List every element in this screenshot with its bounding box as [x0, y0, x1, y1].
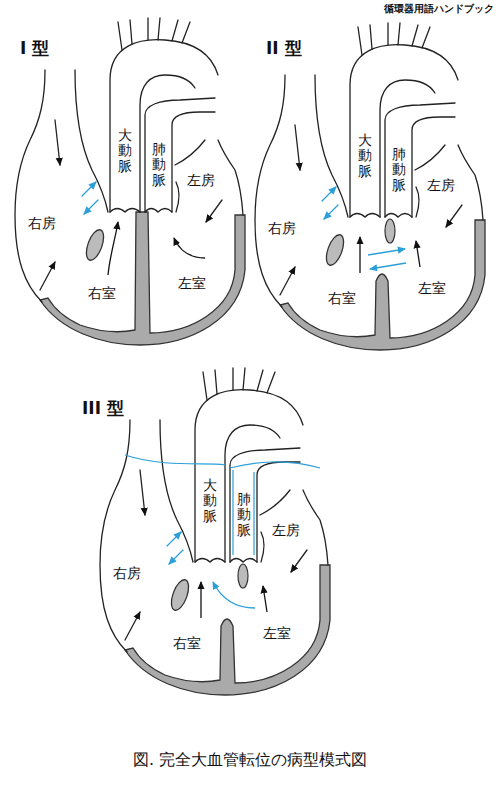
ventricle-wall	[280, 220, 485, 350]
vessel-label: 肺動脈	[392, 147, 406, 193]
type-label: I 型	[20, 38, 49, 58]
heart-outline	[100, 368, 328, 652]
chamber-label: 右房	[113, 565, 141, 582]
type-3-heart	[100, 368, 330, 695]
figure-caption: 図. 完全大血管転位の病型模式図	[0, 750, 500, 771]
valve-leaflet	[385, 219, 395, 243]
flow-arrows	[360, 237, 420, 273]
ventricle-wall	[40, 212, 245, 345]
blue-vessel-lines	[125, 455, 320, 555]
chamber-label: 左房	[427, 177, 455, 194]
vessel-label: 大動脈	[358, 133, 372, 179]
chamber-label: 左室	[418, 280, 446, 297]
chamber-label: 左室	[263, 625, 291, 642]
valve-leaflet	[238, 564, 248, 588]
vessel-label: 肺動脈	[237, 492, 251, 538]
vessel-label: 肺動脈	[152, 142, 166, 188]
chamber-label: 右室	[173, 635, 201, 652]
vessel-label: 大動脈	[118, 128, 132, 174]
vessel-label: 大動脈	[203, 478, 217, 524]
flow-arrows	[201, 582, 267, 618]
type-label: II 型	[266, 38, 302, 58]
ventricle-wall	[125, 565, 330, 695]
type-1-heart	[15, 18, 245, 345]
watermark: 循環器用語ハンドブック	[384, 3, 494, 15]
chamber-label: 左房	[187, 172, 215, 189]
heart-outline	[255, 23, 483, 307]
type-2-heart	[255, 23, 485, 350]
chamber-label: 右房	[268, 220, 296, 237]
chamber-label: 左室	[178, 275, 206, 292]
chamber-label: 左房	[272, 522, 300, 539]
chamber-label: 右室	[88, 285, 116, 302]
chamber-label: 右房	[28, 215, 56, 232]
flow-arrows	[108, 222, 205, 275]
chamber-label: 右室	[328, 290, 356, 307]
heart-outline	[15, 18, 243, 302]
type-label: III 型	[82, 398, 124, 418]
